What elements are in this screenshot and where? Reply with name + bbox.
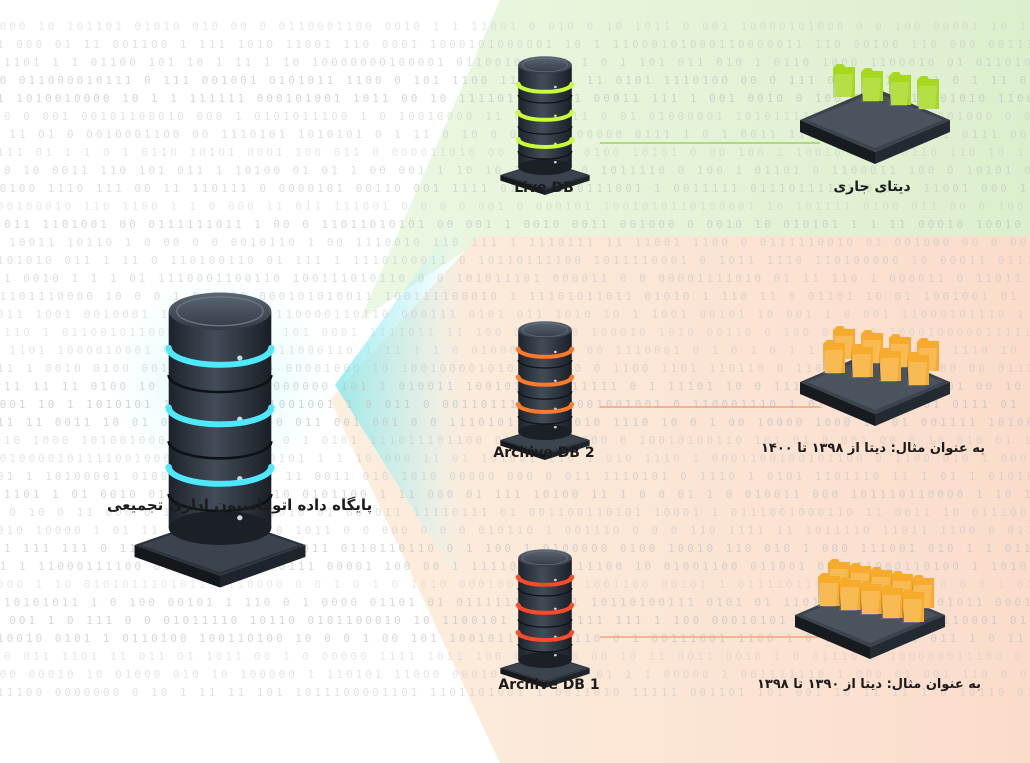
binary-row: 101010 011 1 11 0 110100110 01 111 1 111… (0, 254, 1030, 267)
server-stack-icon (499, 548, 591, 689)
archive-1-data-folders (795, 559, 945, 659)
archive-db-1-node (499, 548, 591, 689)
binary-row: 0 0 001 00101100010 000 1 0101011100 1 0… (4, 110, 1030, 123)
binary-row: 10101011 1 0 100 00101 1 110 0 1 0000 01… (4, 596, 1030, 609)
folder (902, 589, 924, 623)
platform-side (795, 615, 870, 659)
binary-row: 0 11 01 0 0010001100 00 1110101 1010101 … (0, 128, 1030, 141)
archive-2-data-label: به عنوان مثال: دیتا از ۱۳۹۸ تا ۱۴۰۰ (760, 441, 986, 456)
archive-db-1-label: Archive DB 1 (498, 677, 600, 693)
binary-row: 11100 0000000 0 10 1 11 11 101 101110000… (0, 686, 1030, 699)
binary-row: 0 011 1101 11 011 01 1011 00 1 0 00000 1… (4, 650, 1030, 663)
platform-side (800, 382, 875, 426)
binary-row: 01 1 10100001 010011010011101 11 0011 01… (0, 470, 1030, 483)
binary-row: 00 011000010111 0 111 001001 0101011 110… (0, 74, 1030, 87)
binary-row: 0 001 1 0 111 0 0 01011110 10110 0101100… (0, 614, 1030, 627)
binary-row: 010 10000 1 01 11 101 0 0111 0 1011 0 0 … (0, 524, 1030, 537)
folder (907, 352, 929, 386)
current-data-label: دیتای جاری (833, 179, 911, 195)
archive-1-data-label: به عنوان مثال: دیتا از ۱۳۹۰ تا ۱۳۹۸ (756, 677, 982, 692)
platform-side (800, 120, 875, 164)
binary-row: 10010 0101 1 0110100 100110100 10 0 0 1 … (0, 632, 1030, 645)
folders-icon (800, 64, 950, 164)
current-data-folders (800, 64, 950, 164)
archive-2-data-folders (800, 326, 950, 426)
binary-row: 1 000 01 11 001100 1 111 1010 11001 110 … (0, 38, 1030, 51)
binary-row: 111 01 1 1 0 1 0110 10101 0001 100 011 0… (0, 146, 1030, 159)
live-db-label: Live DB (514, 180, 574, 196)
folder (851, 344, 873, 378)
archive-db-2-label: Archive DB 2 (493, 445, 595, 461)
folder (917, 76, 939, 110)
archive-db-2-node (499, 320, 591, 461)
folder (823, 340, 845, 374)
platform-side (870, 615, 945, 659)
folder (861, 68, 883, 102)
server-stack-icon (499, 320, 591, 461)
folders-icon (800, 326, 950, 426)
binary-row: 00100010 110 1100 1 1 0 000 11 011 11100… (0, 200, 1030, 213)
folder (881, 585, 903, 619)
folder (860, 581, 882, 615)
beam (335, 200, 470, 600)
binary-row: 000 1 10 010101110101101110000 0 0 1 0 1… (0, 578, 1030, 591)
binary-row: 1101 1 1 01100 101 10 1 11 1 10 10000000… (4, 56, 1030, 69)
platform-side (875, 382, 950, 426)
server-stack-icon (499, 55, 591, 196)
binary-row: 10100 1110 111 00 11 110111 0 0000101 00… (0, 182, 1030, 195)
server-stack-icon (133, 291, 307, 589)
live-db-node (499, 55, 591, 196)
folders-icon (795, 559, 945, 659)
binary-row: 011 1101001 00 0111111011 1 00 0 1101101… (4, 218, 1030, 231)
platform-face (807, 92, 943, 148)
folder (833, 64, 855, 98)
folder (839, 577, 861, 611)
main-db-label: پایگاه داده اتوماسیون اداری تجمیعی (107, 496, 373, 514)
binary-row: 1 0010 1 1 1 01 1110001100110 1001110101… (4, 272, 1030, 285)
platform-side (875, 120, 950, 164)
binary-row: 0000 10 101101 01010 010 00 0 0110001100… (0, 20, 1030, 33)
folder (879, 348, 901, 382)
folder (889, 72, 911, 106)
binary-row: 1 1010010000 10 1 1 111111 000101001 101… (0, 92, 1030, 105)
main-db-node (110, 270, 330, 589)
folder (818, 573, 840, 607)
binary-row: 1 10011 10110 1 0 00 0 0 0010110 1 00 11… (0, 236, 1030, 249)
